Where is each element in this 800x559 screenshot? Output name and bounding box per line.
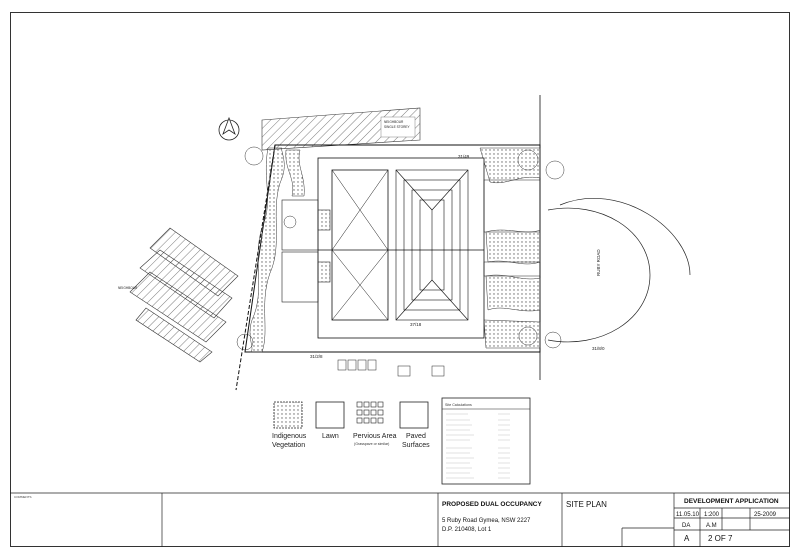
bin-storage (337, 359, 445, 377)
legend-indigenous: Indigenous (272, 433, 307, 440)
dwelling-footprint (317, 157, 485, 339)
dimension-bottom: 31/2/8 (310, 354, 323, 359)
site-calculations-table (441, 397, 531, 485)
job-number: 25-2009 (754, 512, 777, 518)
front-garden-vegetation (479, 147, 565, 349)
site-calculations-title: Site Calculations (445, 403, 472, 407)
roof-outline (395, 169, 469, 321)
svg-text:SINGLE STOREY: SINGLE STOREY (384, 125, 410, 129)
ruby-road-curve (547, 198, 691, 343)
drawing-sheet (10, 12, 790, 547)
legend-surfaces: Surfaces (402, 442, 430, 449)
project-lot: D.P. 210408, Lot 1 (442, 527, 492, 533)
sheet-number: 2 OF 7 (708, 534, 733, 543)
legend-paved: Paved (406, 433, 426, 440)
north-arrow-icon (218, 116, 240, 141)
drawing-scale: 1:200 (704, 512, 720, 518)
dimension-top: 31/49 (458, 154, 470, 159)
svg-text:NEIGHBOUR: NEIGHBOUR (384, 120, 404, 124)
neighbour-building-hatch: NEIGHBOUR SINGLE STOREY (261, 107, 421, 151)
drawn-by: DA (682, 523, 690, 529)
dimension-right: 31/8/0 (592, 346, 605, 351)
title-block (10, 492, 790, 547)
drawing-date: 11.05.10 (676, 512, 700, 518)
legend-lawn: Lawn (322, 433, 339, 440)
stage-title: DEVELOPMENT APPLICATION (684, 498, 779, 505)
rear-neighbour-note: NEIGHBOUR (118, 286, 138, 290)
road-label: RUBY ROAD (596, 249, 601, 276)
legend-pervious-sub: (Grasspave or similar) (354, 442, 389, 446)
rear-neighbour-lots (129, 227, 239, 363)
pervious-driveway (483, 179, 541, 277)
revision: A (684, 534, 690, 543)
title-block-comments-label: COMMENTS (14, 495, 32, 499)
dimension-middle: 37/18 (410, 322, 422, 327)
legend-vegetation: Vegetation (272, 442, 305, 449)
legend (273, 401, 429, 429)
project-address: 5 Ruby Road Gymea, NSW 2227 (442, 518, 531, 524)
checked-by: A.M (706, 523, 717, 529)
legend-pervious: Pervious Area (353, 433, 397, 440)
rear-courtyards (281, 199, 331, 303)
project-title: PROPOSED DUAL OCCUPANCY (442, 501, 542, 508)
indigenous-vegetation-strip (236, 146, 305, 353)
drawing-title: SITE PLAN (566, 500, 607, 509)
